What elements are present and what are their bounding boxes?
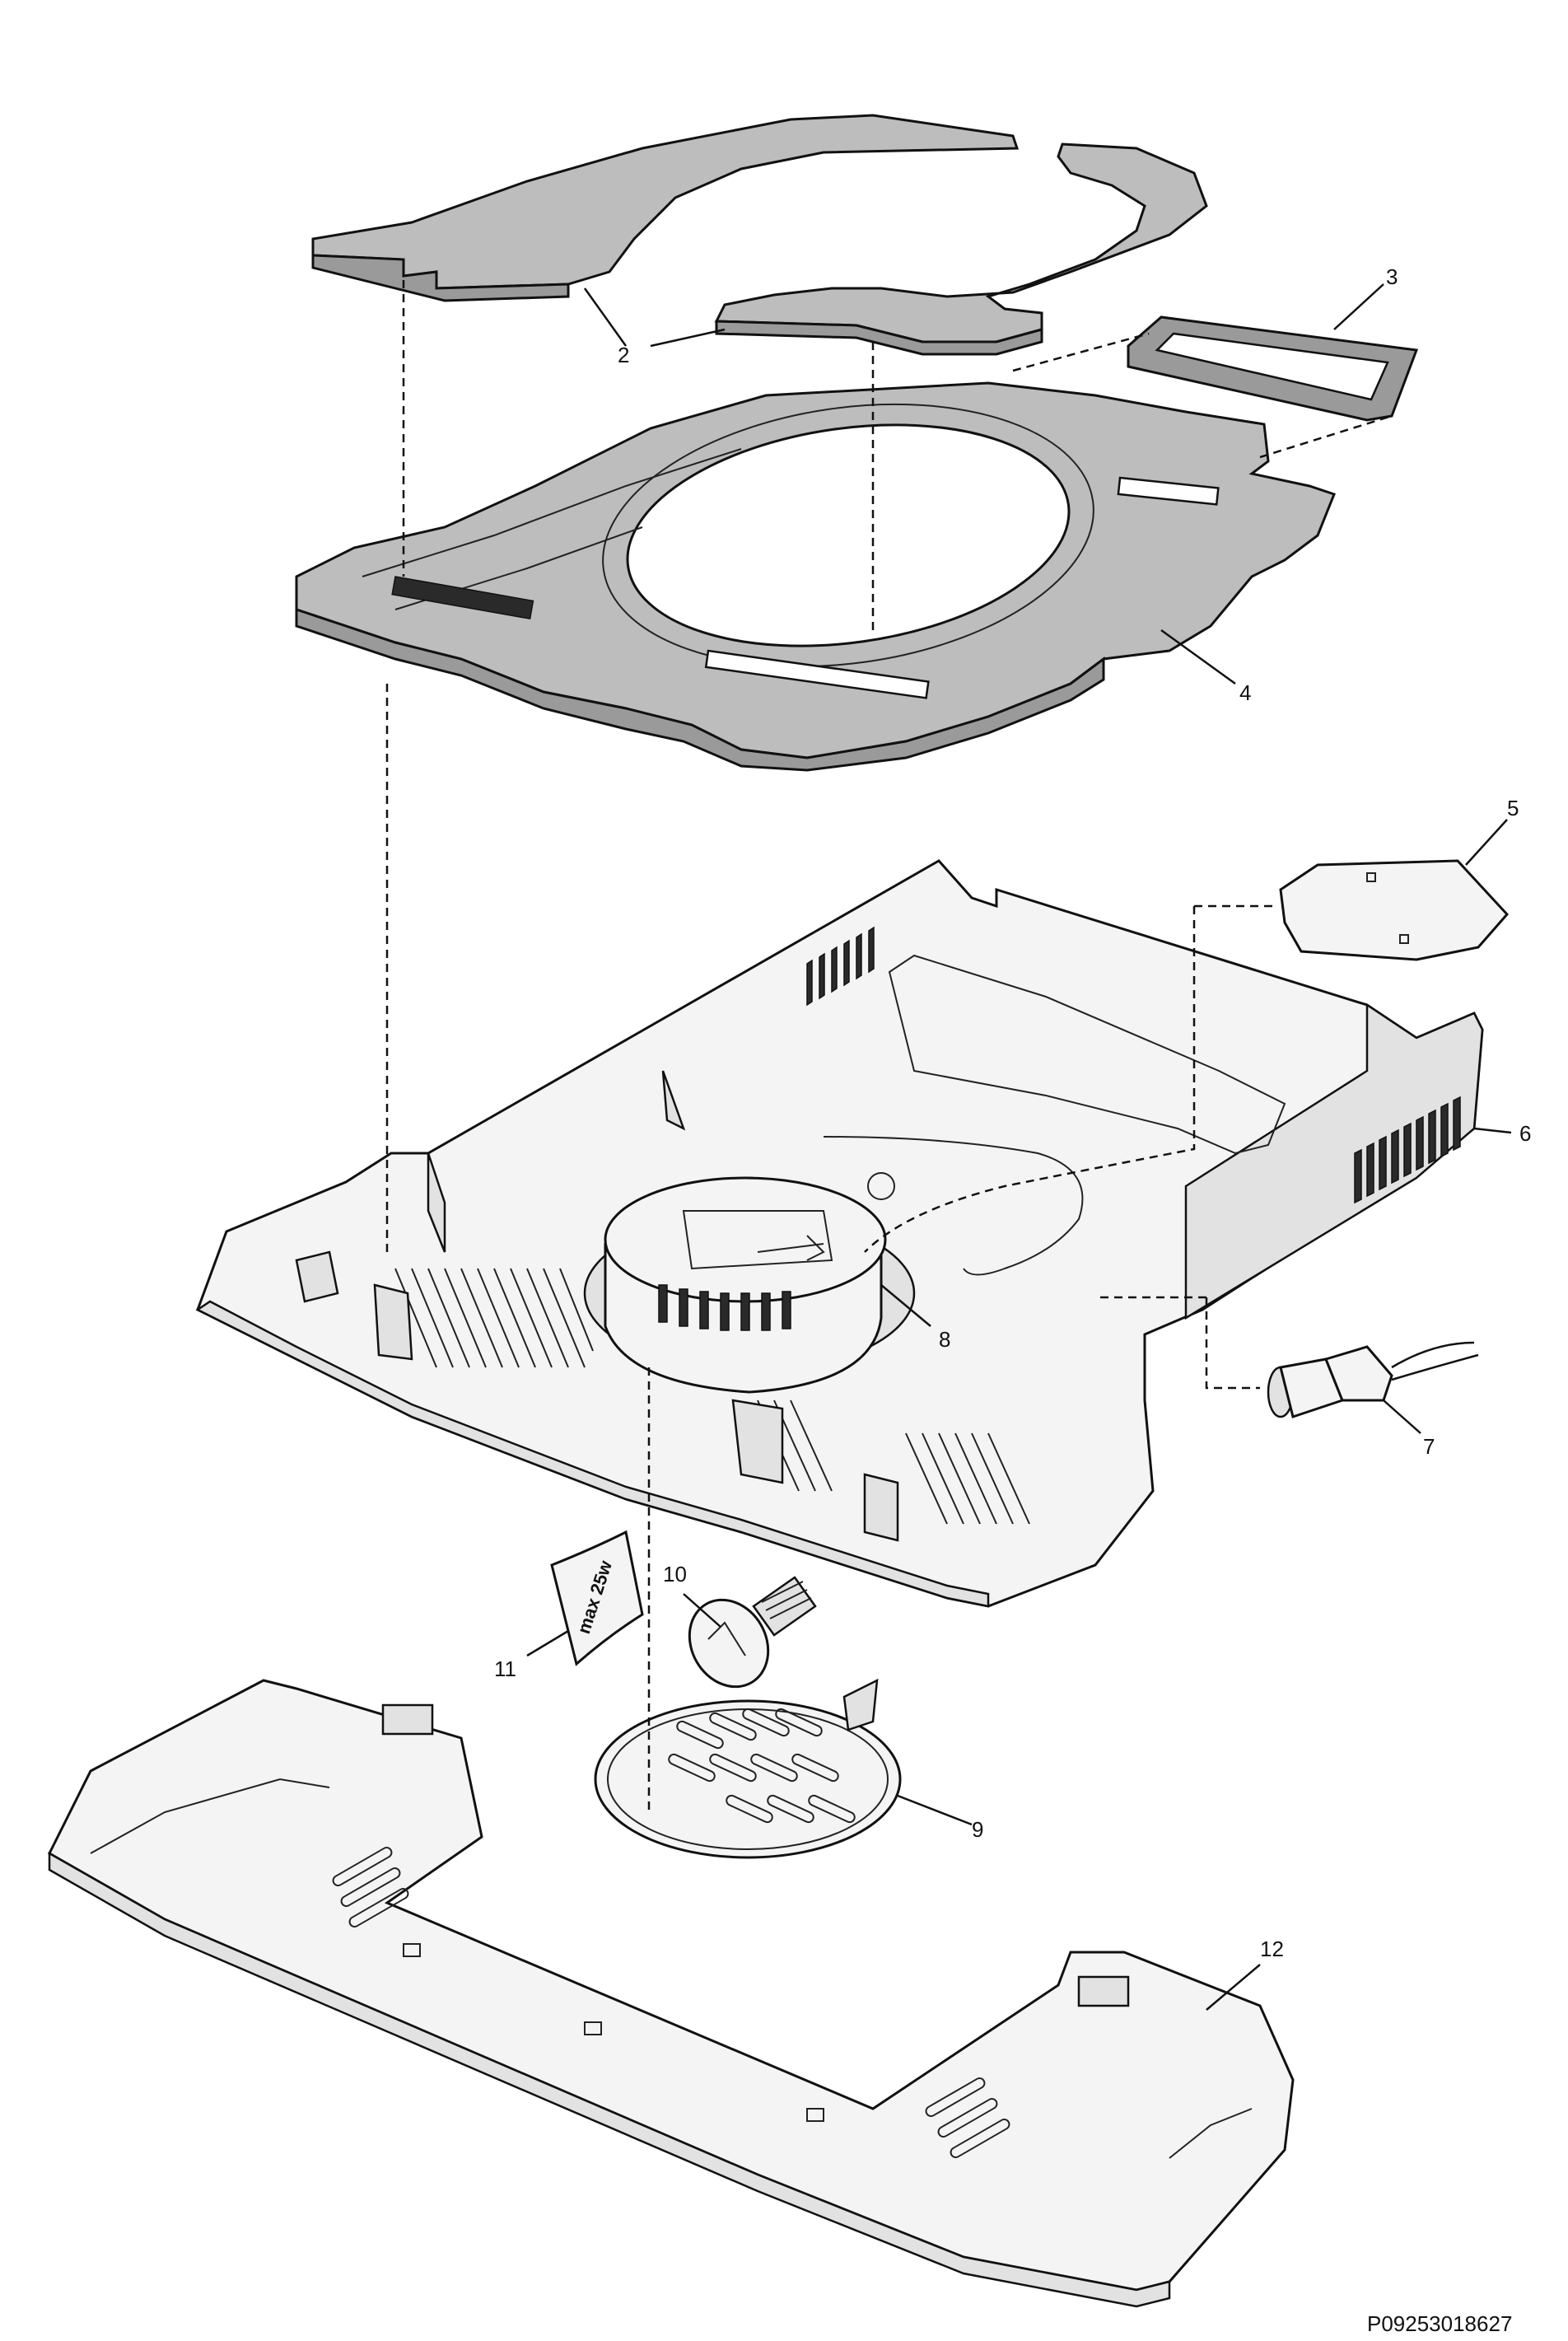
reference-code: P09253018627	[1367, 2311, 1512, 2336]
callout-6: 6	[1519, 1121, 1531, 1146]
part-6-base-housing	[195, 859, 1484, 1608]
floor-vent-slots	[394, 1268, 1030, 1525]
callout-9: 9	[972, 1817, 983, 1842]
trim-vent-slots-left	[332, 1847, 409, 1927]
callout-3: 3	[1386, 264, 1398, 289]
part-8-lamp-socket	[583, 1176, 916, 1394]
callout-5: 5	[1507, 796, 1519, 820]
lamp-cover-vent-slots	[668, 1708, 856, 1824]
callout-4: 4	[1239, 680, 1251, 705]
callout-10: 10	[663, 1562, 687, 1586]
part-9-lamp-cover	[594, 1678, 902, 1859]
part-7-connector	[1267, 1341, 1479, 1418]
part-3-rectangular-gasket	[1127, 315, 1419, 422]
right-vent-slots	[1354, 1096, 1461, 1204]
part-4-foam-insulation-frame	[295, 381, 1336, 772]
trim-vent-slots-right	[925, 2077, 1010, 2158]
callout-8: 8	[939, 1327, 950, 1352]
left-vent-slots	[806, 926, 875, 1007]
callout-11: 11	[494, 1656, 516, 1681]
callout-7: 7	[1423, 1434, 1435, 1459]
callout-12: 12	[1260, 1937, 1284, 1961]
callout-leader-lines	[526, 283, 1512, 2011]
part-5-octagonal-cover	[1279, 859, 1510, 961]
part-2-foam-gasket	[311, 114, 1208, 356]
callout-numbers: 2 3 4 5 6 7 8 9 10 11 12	[494, 264, 1531, 1961]
assembly-dashed-lines	[385, 280, 1393, 1812]
part-11-wattage-label: max 25w	[550, 1530, 644, 1666]
part-10-bulb	[688, 1576, 817, 1689]
callout-2: 2	[618, 343, 629, 367]
part-12-front-trim	[48, 1679, 1295, 2308]
